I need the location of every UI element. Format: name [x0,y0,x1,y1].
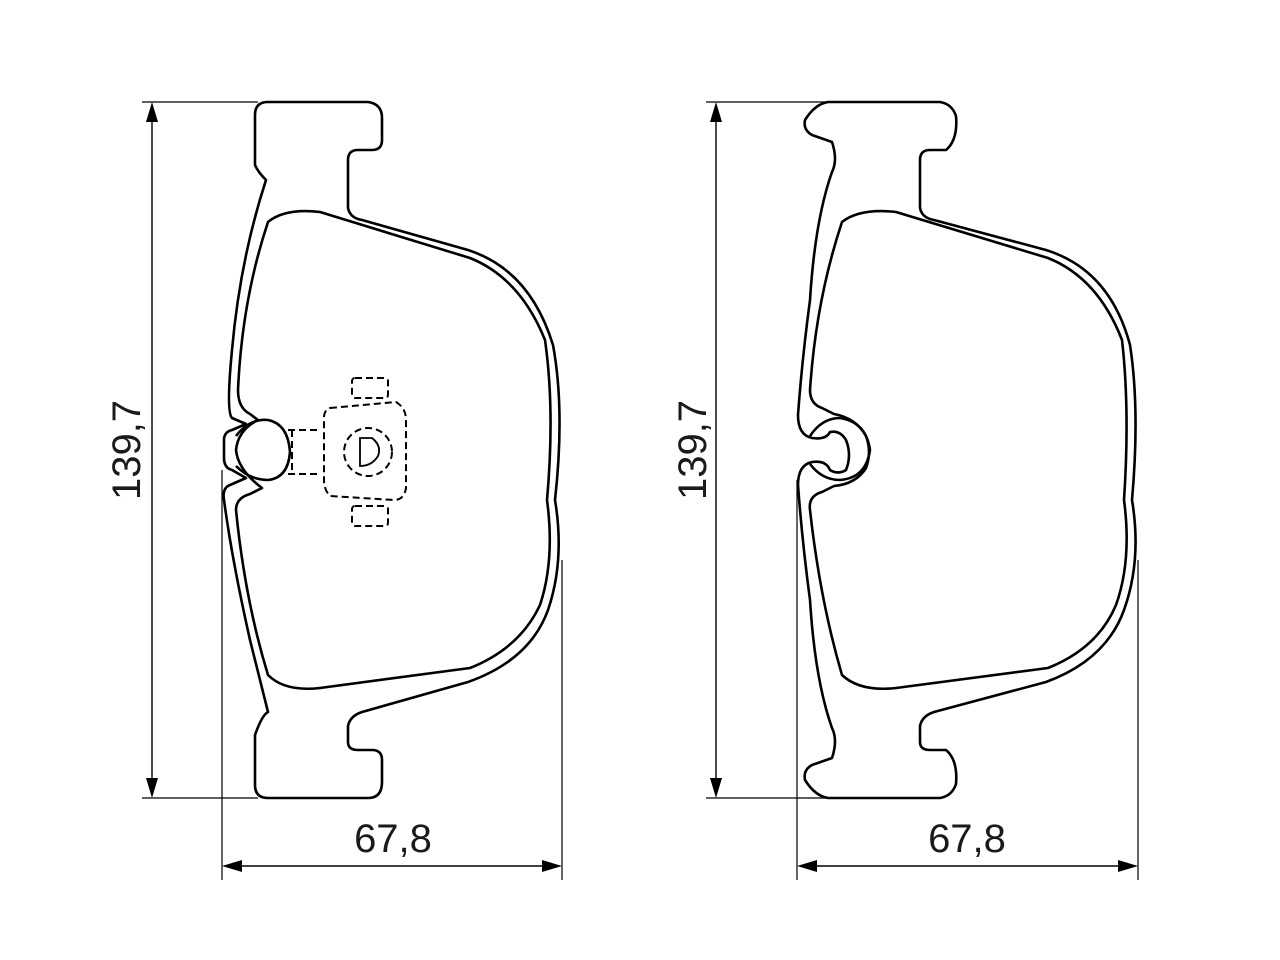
left-pad-backing-plate [222,100,561,800]
wear-sensor [288,377,407,527]
right-height-label: 139,7 [671,400,715,500]
right-brake-pad [796,100,1137,800]
right-pad-backing-plate [796,100,1137,800]
left-height-dimension: 139,7 [105,101,258,799]
right-pad-slot [808,416,872,482]
left-pad-friction-material [234,209,552,690]
left-brake-pad [222,100,561,800]
right-width-dimension: 67,8 [796,480,1139,880]
left-height-label: 139,7 [105,400,149,500]
left-width-dimension: 67,8 [221,470,563,880]
left-pad-slot [234,418,292,482]
right-width-label: 67,8 [928,817,1006,861]
left-width-label: 67,8 [354,817,432,861]
right-pad-friction-material [808,209,1128,690]
right-height-dimension: 139,7 [671,101,830,799]
